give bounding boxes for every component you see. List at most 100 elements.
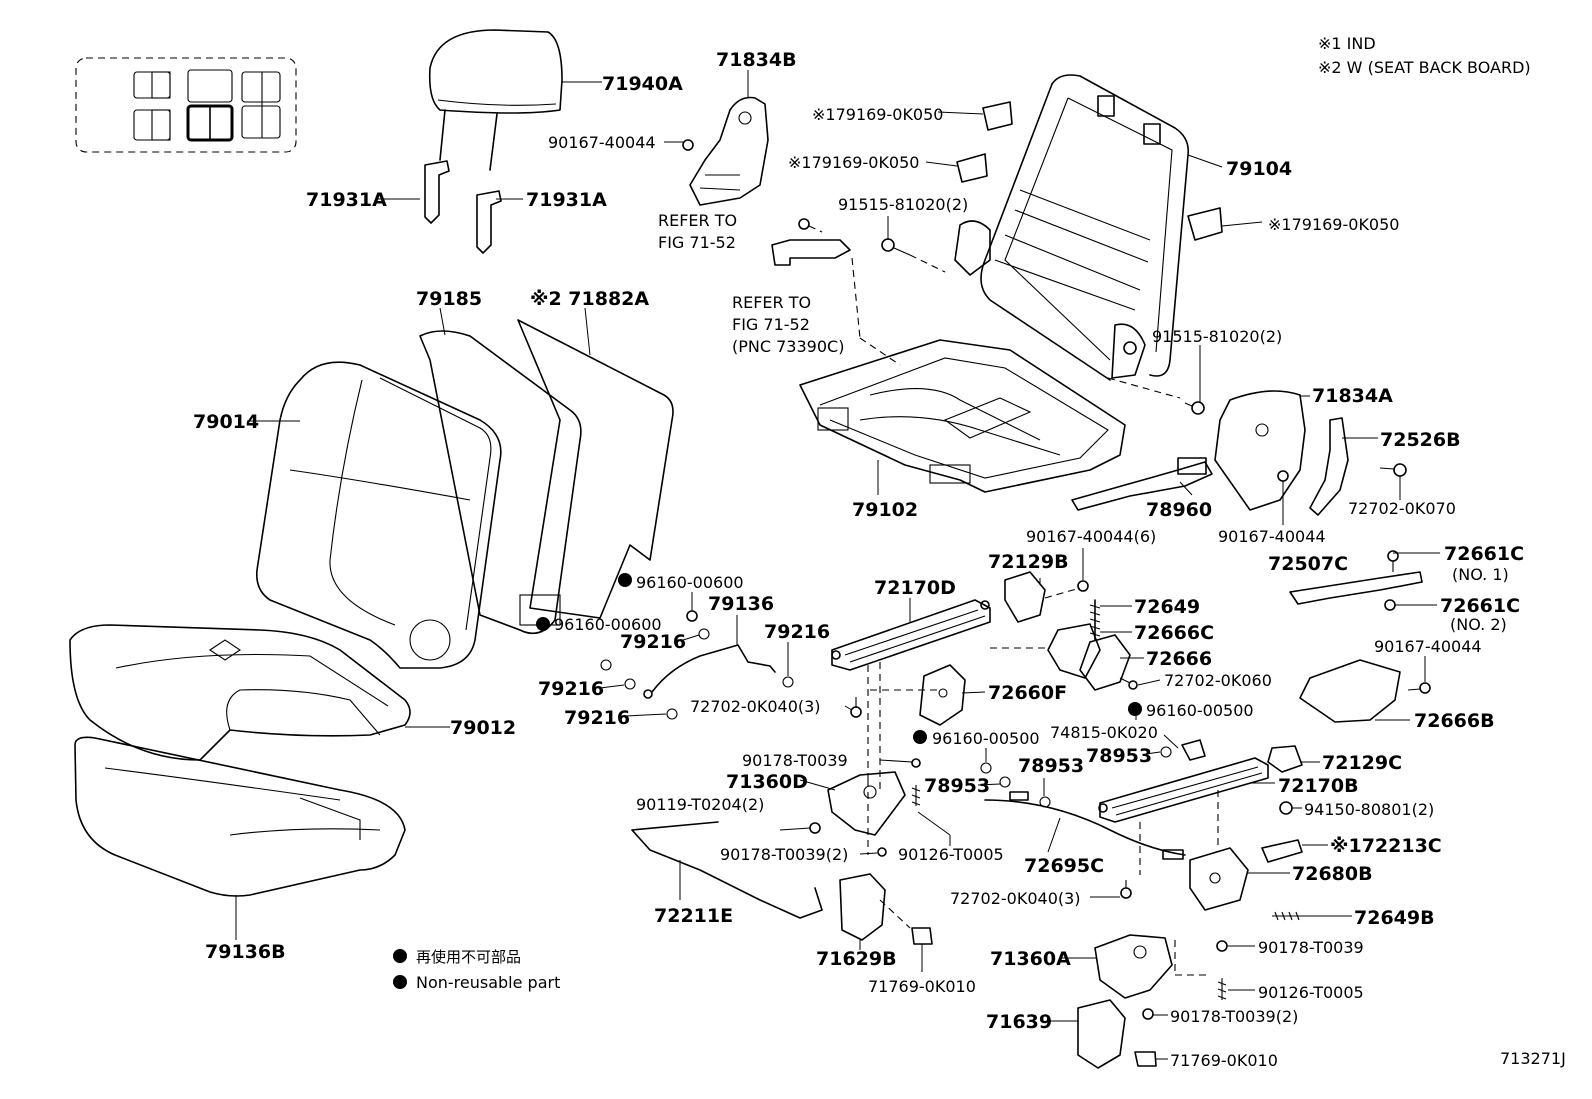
headrest-support-drawing <box>424 160 502 254</box>
label-72702-0K060: 72702-0K060 <box>1164 671 1272 690</box>
label-90167-40044-a: 90167-40044 <box>548 133 656 152</box>
label-79104: 79104 <box>1226 158 1292 180</box>
label-72170B: 72170B <box>1278 775 1359 797</box>
label-79216-b: 79216 <box>764 621 830 643</box>
cover-71639-drawing <box>1077 999 1157 1069</box>
label-72666C: 72666C <box>1134 622 1214 644</box>
label-90119-T0204: 90119-T0204(2) <box>636 795 764 814</box>
label-71931A-left: 71931A <box>306 189 387 211</box>
label-72129B: 72129B <box>988 551 1069 573</box>
label-79014: 79014 <box>193 411 259 433</box>
label-96160-00600-a: 96160-00600 <box>636 573 744 592</box>
seat-cushion-drawing <box>69 624 411 897</box>
label-90178-T0039-d: 90178-T0039(2) <box>1170 1007 1298 1026</box>
label-79136: 79136 <box>708 593 774 615</box>
legend-dot-icon <box>393 975 407 989</box>
label-79102: 79102 <box>852 499 918 521</box>
label-71629B: 71629B <box>816 948 897 970</box>
seat-adjuster-covers-drawing <box>1004 571 1138 691</box>
label-71834A: 71834A <box>1312 385 1393 407</box>
label-90167-40044-b: 90167-40044 <box>1218 527 1326 546</box>
adjuster-rail-d-drawing <box>831 599 991 790</box>
label-refer-2c: (PNC 73390C) <box>732 337 844 356</box>
label-72702-0K040-a: 72702-0K040(3) <box>690 697 821 716</box>
adjuster-rail-b-drawing <box>1098 739 1303 875</box>
label-no1: (NO. 1) <box>1452 565 1509 584</box>
clip-drawings <box>956 101 1223 241</box>
label-71360A: 71360A <box>990 948 1071 970</box>
hinge-cover-upper-drawing <box>682 96 769 206</box>
belt-drawing <box>1071 457 1213 511</box>
seatback-drawing <box>255 319 674 669</box>
label-71769-0K010-a: 71769-0K010 <box>868 977 976 996</box>
label-71639: 71639 <box>986 1011 1052 1033</box>
label-refer-2b: FIG 71-52 <box>732 315 810 334</box>
lock-72660f-drawing <box>919 664 966 726</box>
label-90167-40044-c: 90167-40044 <box>1374 637 1482 656</box>
notes: ※1 IND ※2 W (SEAT BACK BOARD) <box>1318 34 1531 77</box>
label-refer-1: REFER TO <box>658 211 737 230</box>
label-72661C-2: 72661C <box>1440 595 1520 617</box>
label-90167-40044-6: 90167-40044(6) <box>1026 527 1156 546</box>
label-71931A-right: 71931A <box>526 189 607 211</box>
label-78953-a: 78953 <box>1018 755 1084 777</box>
label-no2: (NO. 2) <box>1450 615 1507 634</box>
label-94150-80801: 94150-80801(2) <box>1304 800 1434 819</box>
label-90178-T0039-b: 90178-T0039(2) <box>720 845 848 864</box>
figure-code: 713271J <box>1500 1049 1566 1068</box>
label-79216-c: 79216 <box>538 678 604 700</box>
headrest-drawing <box>428 29 563 171</box>
seatback-frame-drawing <box>954 74 1190 381</box>
label-90126-T0005-a: 90126-T0005 <box>898 845 1004 864</box>
lock-72680b-drawing <box>1120 839 1305 921</box>
label-72211E: 72211E <box>654 905 733 927</box>
label-72129C: 72129C <box>1322 752 1402 774</box>
label-72649: 72649 <box>1134 596 1200 618</box>
assembly-lines <box>851 254 1219 855</box>
label-74815-0K020: 74815-0K020 <box>1050 723 1158 742</box>
label-71769-0K010-b: 71769-0K010 <box>1170 1051 1278 1070</box>
hinge-71360d-drawing <box>809 758 921 857</box>
label-79169-b: ※179169-0K050 <box>788 153 919 172</box>
label-91515-a: 91515-81020(2) <box>838 195 968 214</box>
label-72660F: 72660F <box>988 682 1067 704</box>
label-72666: 72666 <box>1146 648 1212 670</box>
legend: 再使用不可部品 Non-reusable part <box>393 948 560 992</box>
label-79169-a: ※179169-0K050 <box>812 105 943 124</box>
leader-lines <box>235 70 1440 1060</box>
bracket-drawing <box>771 218 851 266</box>
cable-72695c-drawing <box>980 746 1186 860</box>
label-72695C: 72695C <box>1024 855 1104 877</box>
rod-72211e-drawing <box>631 821 823 919</box>
label-72649B: 72649B <box>1354 907 1435 929</box>
label-refer-1b: FIG 71-52 <box>658 233 736 252</box>
label-79185: 79185 <box>416 288 482 310</box>
label-72702-0K040-b: 72702-0K040(3) <box>950 889 1081 908</box>
label-79169-c: ※179169-0K050 <box>1268 215 1399 234</box>
label-91515-b: 91515-81020(2) <box>1152 327 1282 346</box>
label-72666B: 72666B <box>1414 710 1495 732</box>
label-72170D: 72170D <box>874 577 956 599</box>
label-72702-0K070: 72702-0K070 <box>1348 499 1456 518</box>
label-72213C: ※172213C <box>1330 835 1442 857</box>
label-96160-00500-a: 96160-00500 <box>1146 701 1254 720</box>
label-90178-T0039-c: 90178-T0039 <box>1258 938 1364 957</box>
label-79012: 79012 <box>450 717 516 739</box>
label-72507C: 72507C <box>1268 553 1348 575</box>
label-78953-b: 78953 <box>924 775 990 797</box>
wire-79136-drawing <box>600 610 862 720</box>
label-refer-2: REFER TO <box>732 293 811 312</box>
label-79216-d: 79216 <box>564 707 630 729</box>
legend-dot-icon <box>393 949 407 963</box>
hinge-cover-lower-drawing <box>1214 390 1306 511</box>
label-79136B: 79136B <box>205 941 286 963</box>
label-71940A: 71940A <box>602 73 683 95</box>
label-90126-T0005-b: 90126-T0005 <box>1258 983 1364 1002</box>
label-71834B: 71834B <box>716 49 797 71</box>
seat-locator-inset <box>75 57 297 153</box>
label-96160-00600-b: 96160-00600 <box>554 615 662 634</box>
note-2: ※2 W (SEAT BACK BOARD) <box>1318 58 1531 77</box>
legend-english: Non-reusable part <box>416 973 560 992</box>
cushion-frame-drawing <box>799 339 1126 493</box>
